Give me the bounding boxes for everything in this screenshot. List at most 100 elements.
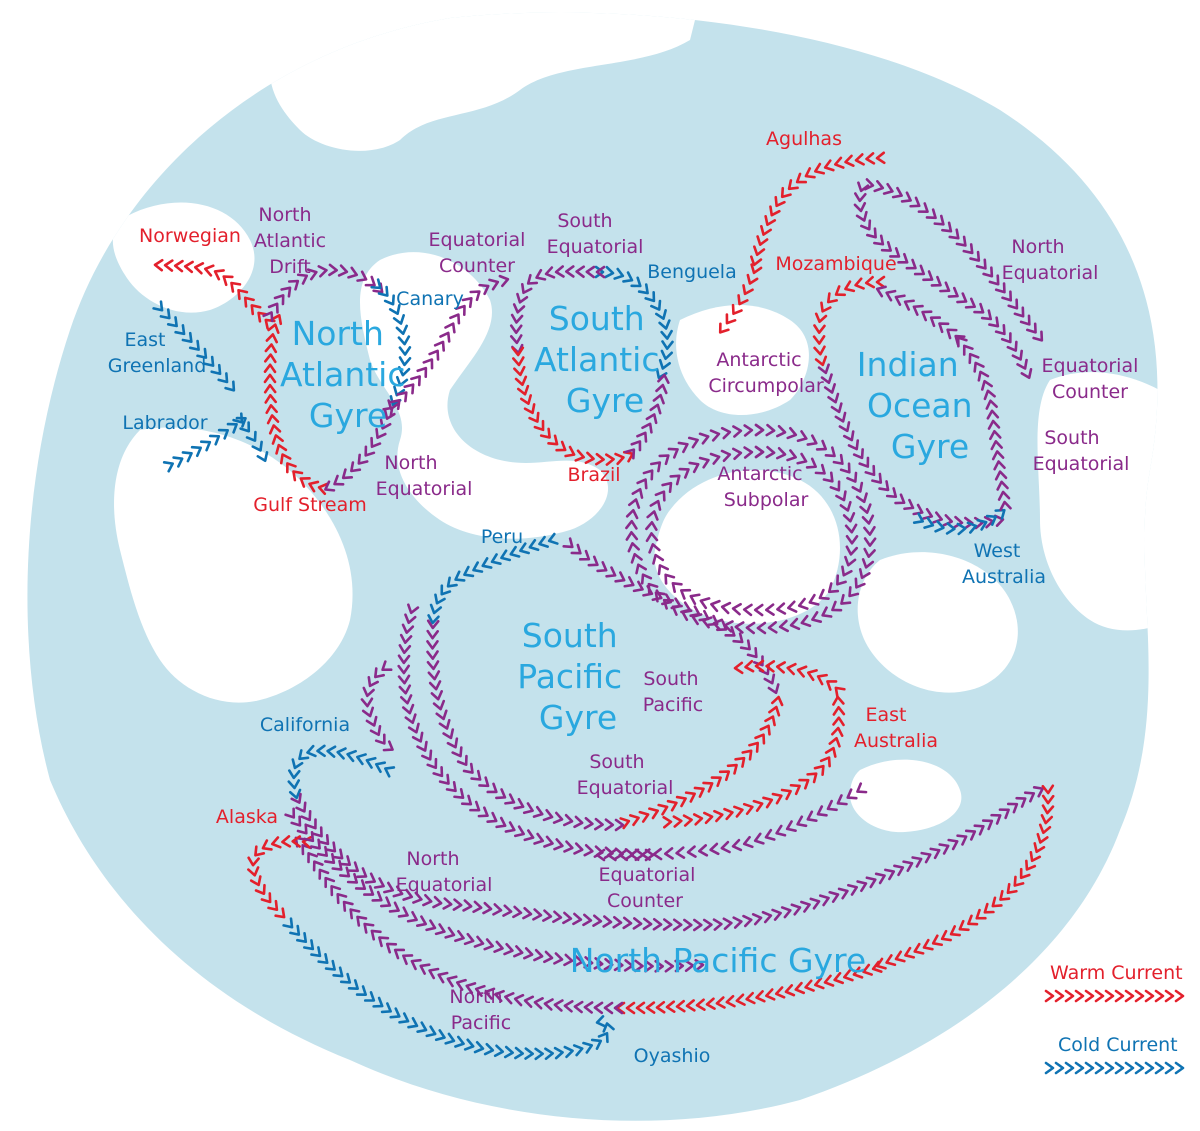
label-atl-north-equatorial: North Equatorial — [376, 452, 473, 500]
current-arrow — [973, 302, 985, 314]
current-chain — [509, 265, 606, 355]
current-arrow — [520, 394, 532, 406]
current-arrow — [875, 151, 886, 165]
current-arrow — [900, 191, 912, 203]
current-arrow — [761, 910, 773, 924]
current-arrow — [722, 917, 733, 931]
current-arrow — [356, 270, 368, 282]
current-arrow — [795, 172, 808, 184]
current-arrow — [254, 883, 266, 896]
current-arrow — [826, 680, 838, 691]
current-arrow — [247, 856, 260, 867]
current-arrow — [1019, 314, 1031, 326]
current-arrow — [657, 564, 670, 576]
current-arrow — [249, 875, 262, 887]
current-arrow — [925, 208, 937, 220]
current-arrow — [208, 434, 221, 446]
current-arrow — [625, 1001, 636, 1015]
current-chain — [294, 836, 624, 1015]
current-arrow — [270, 836, 282, 849]
current-arrow — [512, 356, 525, 367]
current-arrow — [404, 613, 417, 625]
current-arrow — [814, 162, 826, 175]
current-arrow — [251, 440, 263, 452]
current-arrow — [754, 659, 765, 673]
current-arrow — [522, 906, 533, 920]
label-peru: Peru — [481, 526, 523, 548]
current-arrow — [317, 482, 329, 496]
current-arrow — [732, 447, 743, 461]
current-arrow — [614, 818, 625, 832]
current-arrow — [203, 264, 215, 277]
current-arrow — [481, 557, 493, 569]
current-arrow — [857, 181, 870, 193]
current-arrow — [570, 543, 582, 555]
current-arrow — [183, 260, 194, 274]
current-arrow — [553, 1046, 564, 1060]
land-south-america — [676, 305, 809, 415]
current-arrow — [775, 446, 787, 460]
current-arrow — [787, 600, 798, 613]
current-arrow — [745, 621, 756, 635]
current-arrow — [290, 792, 302, 804]
current-arrow — [582, 1041, 594, 1054]
legend-arrow — [1064, 1061, 1075, 1075]
current-arrow — [839, 500, 852, 512]
gyre-south-pacific: South Pacific Gyre — [517, 616, 632, 737]
current-arrow — [756, 621, 767, 635]
current-arrow — [384, 766, 396, 778]
current-arrow — [865, 876, 877, 889]
current-arrow — [629, 814, 640, 827]
current-arrow — [363, 991, 376, 1002]
current-chain — [426, 619, 625, 832]
current-arrow — [553, 838, 564, 851]
current-arrow — [217, 428, 229, 440]
legend-arrow — [1124, 989, 1135, 1003]
current-arrow — [894, 950, 906, 963]
current-arrow — [774, 986, 786, 999]
current-arrow — [760, 224, 772, 236]
current-arrow — [553, 999, 564, 1012]
current-arrows — [152, 151, 1055, 1061]
current-arrow — [674, 959, 685, 973]
current-arrow — [682, 814, 693, 827]
land-australia — [857, 552, 1018, 693]
current-arrow — [678, 467, 690, 479]
current-arrow — [806, 772, 818, 784]
current-arrow — [658, 319, 671, 330]
current-arrow — [845, 534, 859, 545]
current-arrow — [851, 481, 864, 493]
current-arrow — [503, 942, 514, 956]
current-arrow — [844, 555, 857, 567]
current-arrow — [397, 654, 411, 665]
current-arrow — [544, 1047, 554, 1061]
current-arrow — [563, 1045, 574, 1059]
current-chain — [511, 346, 635, 466]
current-arrow — [733, 805, 744, 818]
current-arrow — [800, 900, 811, 913]
current-arrow — [797, 597, 809, 610]
current-chain — [247, 835, 312, 919]
current-arrow — [703, 811, 714, 825]
current-arrow — [947, 838, 959, 851]
current-arrow — [670, 597, 682, 610]
current-arrow — [318, 868, 330, 880]
current-arrow — [404, 713, 417, 725]
current-arrow — [332, 848, 344, 860]
current-arrow — [237, 288, 249, 301]
current-arrow — [862, 963, 873, 976]
current-arrow — [718, 322, 730, 334]
current-arrow — [993, 514, 1005, 527]
current-arrow — [824, 746, 837, 758]
current-chain — [427, 532, 559, 625]
current-arrow — [768, 705, 781, 717]
current-arrow — [775, 824, 787, 837]
current-arrow — [604, 265, 615, 279]
label-north-pacific: North Pacific — [449, 986, 511, 1034]
current-arrow — [425, 919, 437, 932]
current-arrow — [542, 809, 554, 822]
current-arrow — [454, 570, 466, 582]
current-arrow — [646, 510, 659, 521]
current-arrow — [913, 942, 925, 955]
current-arrow — [291, 835, 302, 848]
